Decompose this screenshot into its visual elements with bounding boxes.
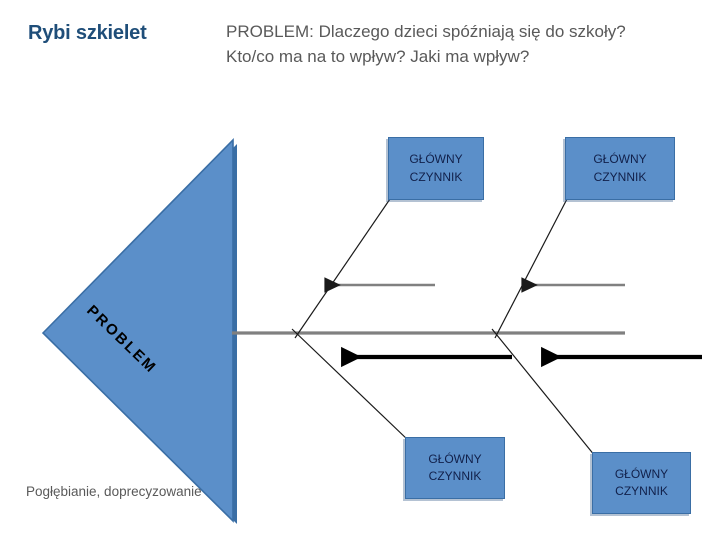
- factor-box-bottom-right[interactable]: GŁÓWNY CZYNNIK: [592, 452, 691, 514]
- bone-bottom-2: [491, 328, 596, 457]
- bone-bottom-1: [291, 328, 410, 442]
- bone-top-1: [294, 198, 391, 339]
- factor-label-line2: CZYNNIK: [615, 484, 668, 498]
- problem-statement-text: PROBLEM: Dlaczego dzieci spóźniają się d…: [226, 22, 626, 66]
- bone-top-2: [494, 198, 568, 339]
- factor-label-line1: GŁÓWNY: [593, 152, 647, 167]
- factor-label-line1: GŁÓWNY: [614, 466, 669, 481]
- factor-box-top-left[interactable]: GŁÓWNY CZYNNIK: [388, 137, 484, 200]
- factor-label-line2: CZYNNIK: [428, 469, 482, 483]
- factor-box-top-right[interactable]: GŁÓWNY CZYNNIK: [565, 137, 675, 200]
- page-title: Rybi szkielet: [28, 22, 147, 44]
- factor-box-bottom-left[interactable]: GŁÓWNY CZYNNIK: [405, 437, 505, 499]
- factor-label-line2: CZYNNIK: [409, 169, 463, 184]
- problem-triangle: [41, 138, 234, 523]
- factor-label-line1: GŁÓWNY: [409, 152, 463, 167]
- factor-label-line1: GŁÓWNY: [428, 451, 482, 466]
- footnote-text: Pogłębianie, doprecyzowanie: [26, 484, 202, 499]
- factor-label-line2: CZYNNIK: [593, 169, 647, 184]
